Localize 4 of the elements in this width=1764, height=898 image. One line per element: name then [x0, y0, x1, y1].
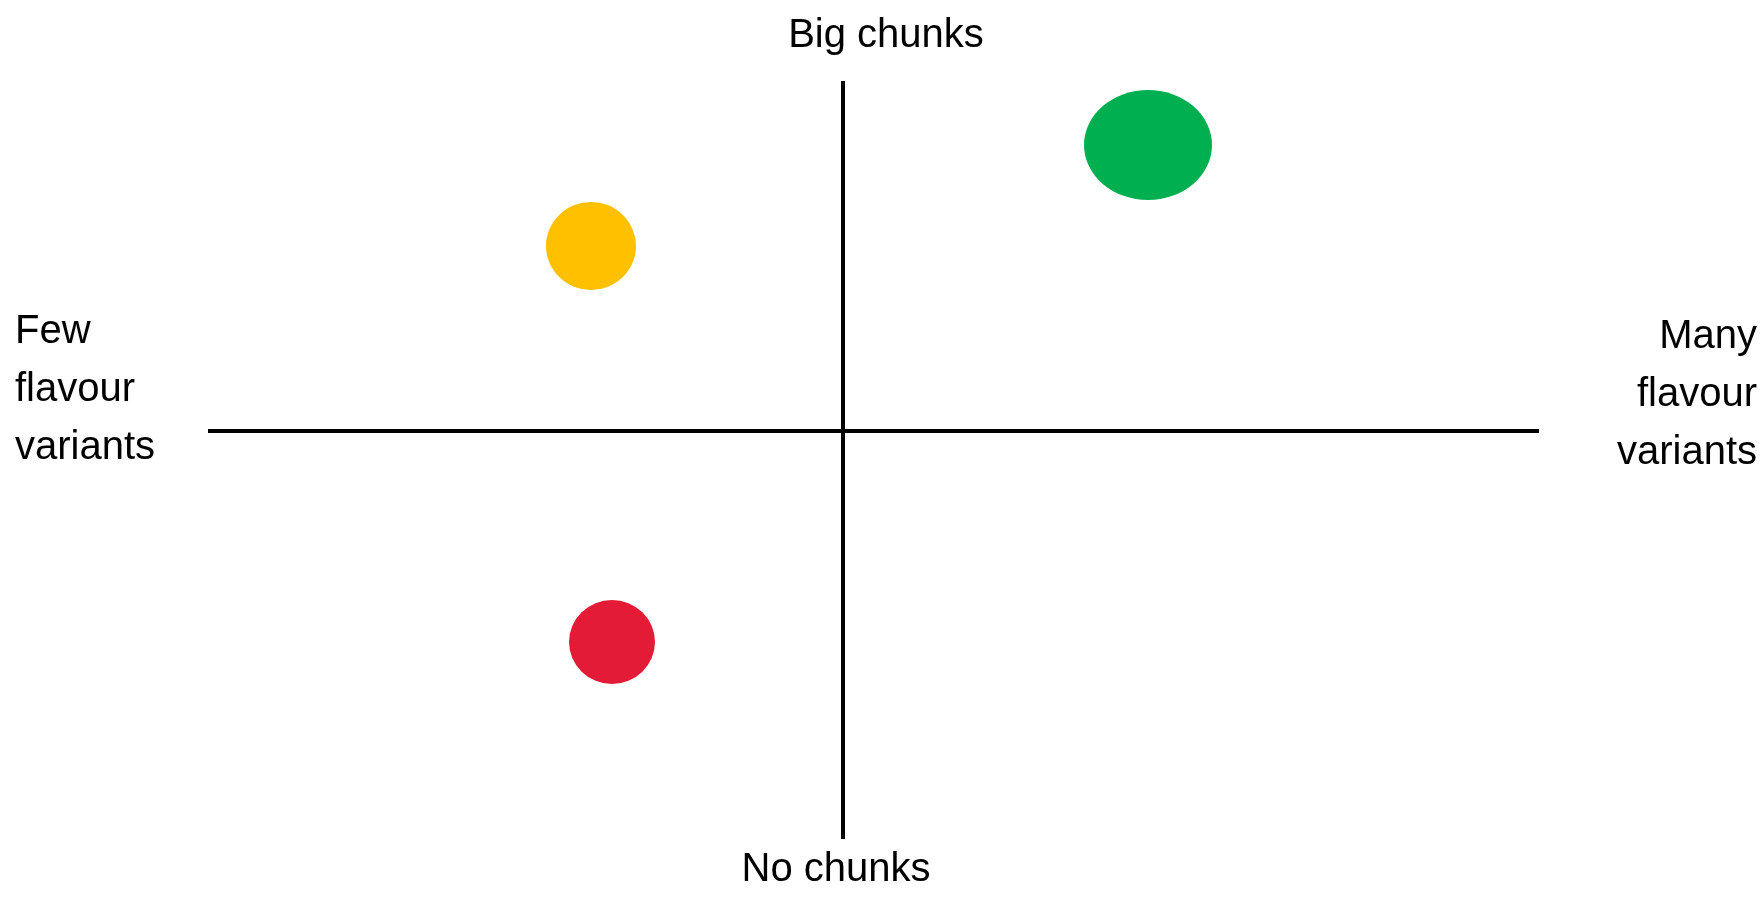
axis-label: Many flavour variants: [1615, 311, 1757, 474]
axis-label: Few flavour variants: [15, 306, 157, 469]
axis-label: No chunks: [740, 844, 932, 891]
axis-label: Big chunks: [787, 10, 985, 57]
